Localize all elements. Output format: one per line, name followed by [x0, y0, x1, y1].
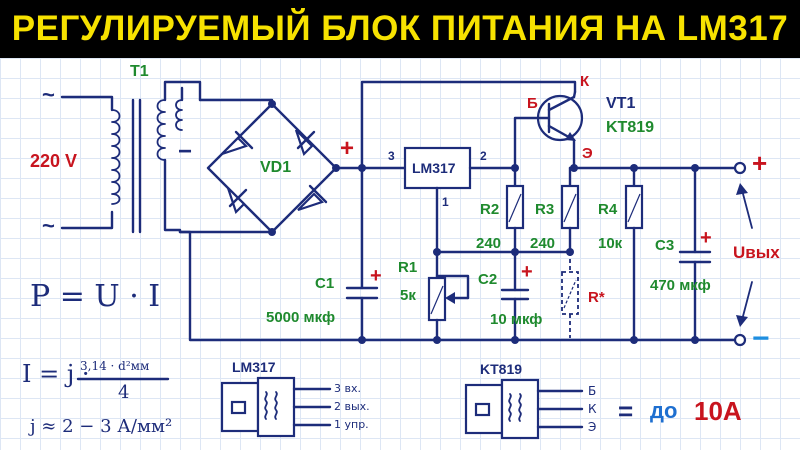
r4-value-label: 10к: [598, 235, 623, 252]
base-wire: [513, 116, 551, 170]
c3-plus-label: +: [700, 227, 712, 249]
resistor-r3: [560, 184, 580, 230]
lm317-regulator-box: [403, 146, 472, 190]
power-formula: P = U · I: [30, 279, 161, 314]
kt819-pinout-base: Б: [588, 384, 597, 398]
kt819-current-prefix: до: [650, 398, 678, 423]
output-terminals: [733, 161, 753, 347]
kt819-equals-sign: =: [618, 396, 634, 426]
lm317-pinout-pin-1: 1 упр.: [334, 418, 369, 431]
current-formula-numerator: 3,14 · d²мм: [80, 359, 150, 373]
c1-value-label: 5000 мкф: [266, 309, 336, 326]
r3-ref-label: R3: [535, 201, 555, 218]
transistor-part-label: KT819: [606, 119, 655, 136]
transformer-ref-label: T1: [130, 63, 149, 80]
page-title: РЕГУЛИРУЕМЫЙ БЛОК ПИТАНИЯ НА LM317: [11, 9, 789, 48]
c2-value-label: 10 мкф: [490, 311, 543, 328]
c3-ref-label: C3: [655, 237, 675, 254]
r4-ref-label: R4: [598, 201, 618, 218]
kt819-pinout-title: KT819: [480, 361, 523, 377]
capacitor-c2: [500, 288, 530, 301]
output-minus-label: −: [752, 322, 770, 355]
bridge-ref-label: VD1: [260, 159, 292, 176]
title-banner: РЕГУЛИРУЕМЫЙ БЛОК ПИТАНИЯ НА LM317: [0, 0, 800, 58]
output-voltage-label: Uвых: [733, 243, 780, 262]
negative-ground-rail: [178, 230, 742, 342]
lm317-pin-out-label: 2: [480, 149, 487, 163]
capacitor-c3: [678, 250, 712, 264]
transistor-emitter-label: Э: [582, 145, 593, 162]
transistor-collector-label: К: [580, 73, 590, 90]
capacitor-c1: [345, 286, 379, 300]
lm317-pinout-pin-3: 3 вх.: [334, 382, 361, 395]
lm317-pin-in-label: 3: [388, 149, 395, 163]
lm317-label: LM317: [412, 160, 456, 176]
transformer-primary-coil: [111, 109, 121, 205]
ac-input-tilde-top: ~: [42, 82, 55, 107]
transistor-base-label: Б: [527, 95, 538, 112]
c1-plus-label: +: [370, 265, 382, 287]
current-formula-prefix: I = j ·: [22, 360, 90, 388]
lm317-pinout-title: LM317: [232, 359, 276, 375]
kt819-pinout-collector: К: [588, 402, 597, 416]
ac-input-tilde-bottom: ~: [42, 213, 55, 238]
kt819-package-drawing: [464, 378, 584, 440]
primary-input-wires: [60, 95, 114, 230]
diode-4: [297, 184, 328, 212]
c2-ref-label: C2: [478, 271, 498, 288]
lm317-pinout-pin-2: 2 вых.: [334, 400, 370, 413]
resistor-r2: [505, 184, 525, 230]
r1-ref-label: R1: [398, 259, 418, 276]
r2-value-label: 240: [476, 235, 502, 252]
kt819-pinout-emitter: Э: [588, 420, 597, 434]
current-formula-denominator: 4: [118, 382, 130, 403]
transistor-vt1: [536, 90, 584, 142]
current-density-formula: j ≈ 2 − 3 А/мм²: [30, 416, 173, 437]
c1-ref-label: C1: [315, 275, 335, 292]
r1-value-label: 5к: [400, 287, 416, 304]
r3-value-label: 240: [530, 235, 556, 252]
input-voltage-label: 220 V: [30, 151, 78, 171]
bridge-plus-label: +: [340, 135, 355, 162]
resistor-r-star-optional: [561, 252, 579, 338]
diode-1: [221, 130, 254, 156]
lm317-package-drawing: [220, 376, 332, 438]
r2-ref-label: R2: [480, 201, 500, 218]
diode-3: [226, 187, 248, 215]
transformer-minus-label: −: [178, 138, 193, 165]
r-star-ref-label: R*: [588, 289, 605, 306]
resistor-r4: [624, 184, 644, 230]
c3-value-label: 470 мкф: [650, 277, 711, 294]
c2-plus-label: +: [521, 261, 533, 283]
collector-feed-wire: [360, 80, 577, 170]
output-plus-label: +: [752, 148, 768, 178]
kt819-current-value: 10А: [694, 396, 742, 426]
lm317-pin-adj-label: 1: [442, 195, 449, 209]
transformer-core: [131, 98, 142, 234]
transistor-ref-label: VT1: [606, 95, 636, 112]
potentiometer-r1: [427, 274, 470, 322]
diode-2: [294, 129, 316, 157]
